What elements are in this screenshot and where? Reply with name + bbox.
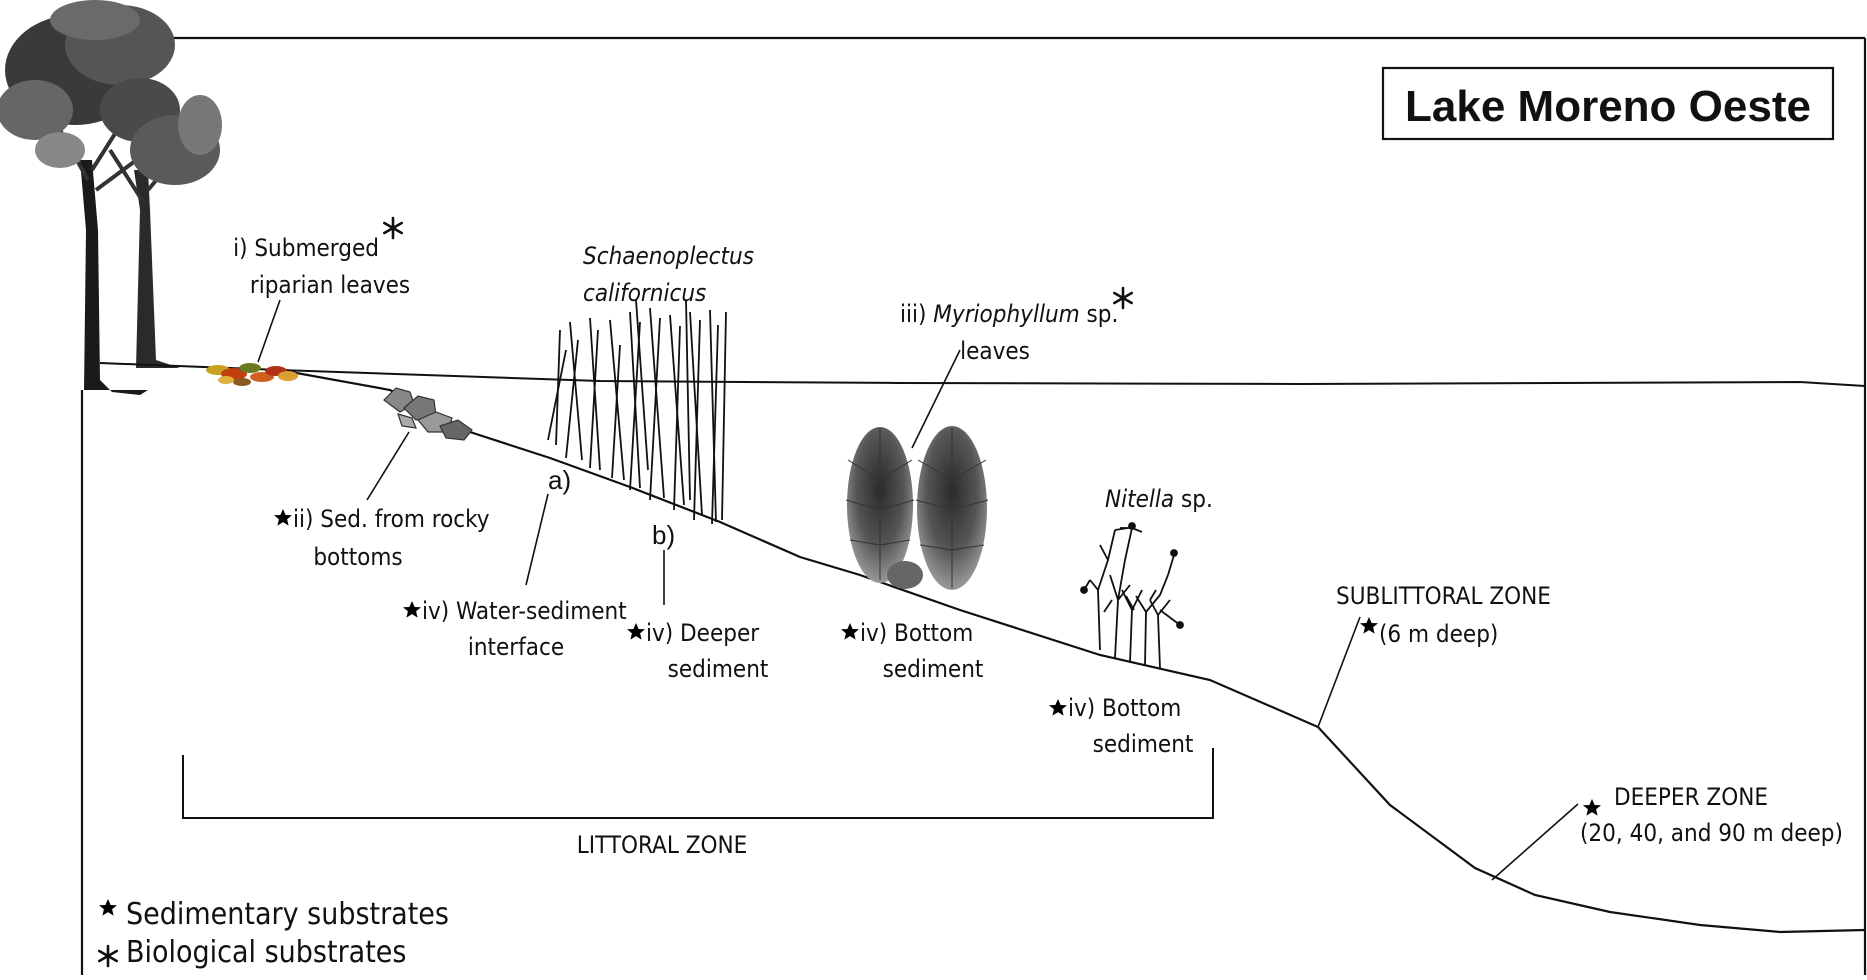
svg-text:iv) Deeper: iv) Deeper — [646, 619, 759, 647]
legend-biological: Biological substrates — [126, 935, 406, 970]
svg-text:ii) Sed. from rocky: ii) Sed. from rocky — [293, 505, 490, 533]
svg-text:SUBLITTORAL ZONE: SUBLITTORAL ZONE — [1336, 582, 1551, 610]
rocks-icon — [383, 387, 473, 441]
deeper-zone-label: DEEPER ZONE (20, 40, and 90 m deep) — [1580, 783, 1843, 847]
myriophyllum-plants-icon — [845, 426, 989, 590]
ii-label: ii) Sed. from rocky bottoms — [293, 505, 490, 571]
iv-deeper-sediment-label: iv) Deeper sediment — [646, 619, 768, 683]
sedimentary-star-icon — [841, 623, 859, 640]
diagram-frame — [80, 36, 1867, 975]
legend: Sedimentary substrates Biological substr… — [98, 897, 449, 970]
svg-text:sediment: sediment — [883, 655, 984, 683]
svg-text:leaves: leaves — [960, 337, 1030, 365]
littoral-zone-label: LITTORAL ZONE — [577, 831, 748, 859]
schoenoplectus-stems-icon — [547, 299, 727, 525]
svg-text:iv) Water-sediment: iv) Water-sediment — [422, 597, 627, 625]
schoenoplectus-label-1: Schaenoplectus — [583, 242, 754, 270]
sedimentary-star-icon — [403, 601, 421, 618]
svg-text:sediment: sediment — [1093, 730, 1194, 758]
svg-text:iv) Bottom: iv) Bottom — [1068, 694, 1181, 722]
star-icon — [99, 899, 117, 916]
point-a-label: a) — [548, 465, 571, 495]
asterisk-icon — [98, 944, 118, 968]
nitella-plants-icon — [1080, 522, 1184, 669]
title-box: Lake Moreno Oeste — [1381, 66, 1835, 141]
iv-water-sediment-label: iv) Water-sediment interface — [422, 597, 627, 661]
riparian-trees-icon — [0, 0, 222, 395]
svg-text:bottoms: bottoms — [313, 543, 402, 571]
svg-text:i) Submerged: i) Submerged — [233, 234, 379, 262]
leader-lines — [257, 299, 1579, 881]
legend-sedimentary: Sedimentary substrates — [126, 897, 449, 932]
svg-text:interface: interface — [468, 633, 564, 661]
sedimentary-star-icon — [1049, 699, 1067, 716]
lake-bottom-profile — [279, 368, 1866, 934]
svg-text:sediment: sediment — [668, 655, 769, 683]
iv-bottom-sediment-label-2: iv) Bottom sediment — [1068, 694, 1193, 758]
iv-bottom-sediment-label-1: iv) Bottom sediment — [860, 619, 983, 683]
svg-text:(6 m deep): (6 m deep) — [1379, 620, 1498, 648]
schoenoplectus-label-2: californicus — [583, 279, 706, 307]
svg-text:riparian leaves: riparian leaves — [250, 271, 410, 299]
svg-text:(20, 40, and 90 m deep): (20, 40, and 90 m deep) — [1580, 819, 1843, 847]
i-label: i) Submerged riparian leaves — [233, 234, 410, 299]
water-surface-line — [99, 362, 1866, 387]
sublittoral-zone-label: SUBLITTORAL ZONE (6 m deep) — [1336, 582, 1551, 648]
sedimentary-star-icon — [627, 623, 645, 640]
point-b-label: b) — [652, 520, 675, 550]
svg-text:iii) Myriophyllum sp.: iii) Myriophyllum sp. — [900, 300, 1118, 328]
sedimentary-star-icon — [1360, 617, 1378, 634]
sedimentary-star-icon — [274, 509, 292, 526]
biological-asterisk-icon — [382, 216, 404, 240]
diagram-title: Lake Moreno Oeste — [1405, 82, 1811, 131]
riparian-leaves-icon — [206, 363, 298, 386]
nitella-label: Nitella sp. — [1105, 485, 1213, 513]
svg-text:iv) Bottom: iv) Bottom — [860, 619, 973, 647]
sedimentary-star-icon — [1583, 799, 1601, 816]
iii-label: iii) Myriophyllum sp. leaves — [900, 300, 1118, 365]
svg-text:DEEPER ZONE: DEEPER ZONE — [1614, 783, 1768, 811]
littoral-bracket — [182, 748, 1214, 819]
